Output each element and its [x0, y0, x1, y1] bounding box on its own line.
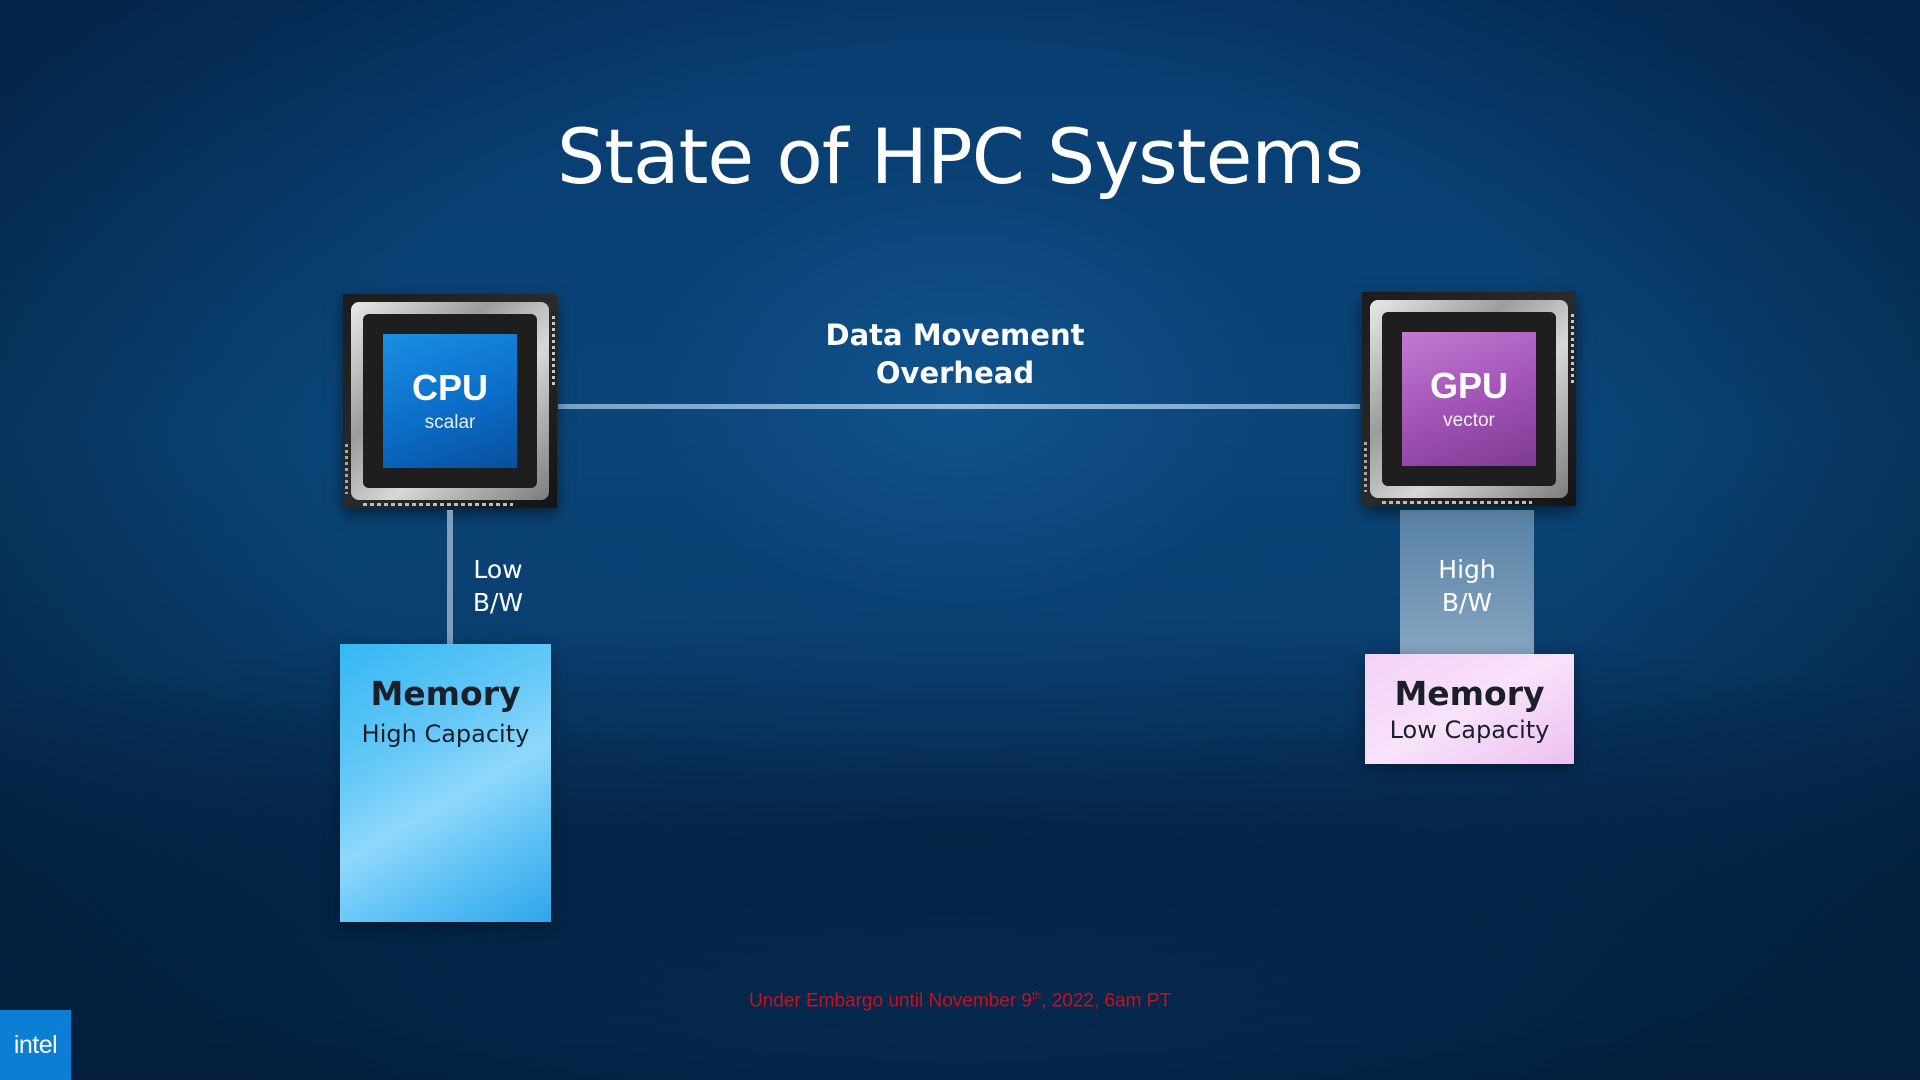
- cpu-chip-pins-left: [345, 444, 348, 494]
- cpu-memory-title: Memory: [370, 674, 521, 713]
- data-movement-label: Data Movement Overhead: [760, 316, 1150, 392]
- embargo-prefix: Under Embargo until November 9: [748, 990, 1032, 1012]
- embargo-notice: Under Embargo until November 9th, 2022, …: [600, 990, 1320, 1012]
- gpu-chip-pins-bottom: [1382, 501, 1532, 504]
- cpu-bandwidth-line1: Low: [473, 555, 523, 584]
- gpu-memory-link: [1400, 510, 1534, 654]
- cpu-memory-link: [447, 510, 453, 644]
- embargo-ordinal: th: [1031, 990, 1042, 1002]
- slide-title: State of HPC Systems: [557, 112, 1364, 201]
- gpu-bandwidth-line2: B/W: [1441, 588, 1493, 617]
- cpu-chip-pins-bottom: [363, 503, 513, 506]
- gpu-bandwidth-label: High B/W: [1400, 553, 1534, 619]
- intel-logo-text: intel: [13, 1030, 58, 1059]
- gpu-chip-pins-left: [1364, 442, 1367, 492]
- data-movement-label-line1: Data Movement: [825, 318, 1085, 352]
- cpu-memory-capacity: High Capacity: [361, 720, 530, 748]
- data-movement-connector: [558, 404, 1360, 409]
- gpu-memory-capacity: Low Capacity: [1389, 716, 1550, 744]
- cpu-name: CPU: [411, 367, 488, 408]
- gpu-chip-pins-right: [1571, 314, 1574, 384]
- gpu-name: GPU: [1429, 365, 1508, 406]
- cpu-memory-block: Memory High Capacity: [340, 644, 551, 922]
- gpu-bandwidth-line1: High: [1438, 555, 1496, 584]
- cpu-type: scalar: [424, 412, 476, 433]
- cpu-die: CPU scalar: [383, 334, 517, 468]
- cpu-bandwidth-line2: B/W: [472, 588, 524, 617]
- data-movement-label-line2: Overhead: [875, 356, 1035, 390]
- gpu-memory-block: Memory Low Capacity: [1365, 654, 1574, 764]
- gpu-die: GPU vector: [1402, 332, 1536, 466]
- cpu-chip: CPU scalar: [343, 294, 557, 508]
- gpu-type: vector: [1443, 410, 1495, 431]
- intel-logo: intel: [0, 1010, 71, 1080]
- cpu-chip-pins-right: [552, 316, 555, 386]
- gpu-memory-title: Memory: [1394, 674, 1545, 713]
- cpu-bandwidth-label: Low B/W: [448, 553, 548, 619]
- gpu-chip: GPU vector: [1362, 292, 1576, 506]
- embargo-suffix: , 2022, 6am PT: [1041, 990, 1172, 1012]
